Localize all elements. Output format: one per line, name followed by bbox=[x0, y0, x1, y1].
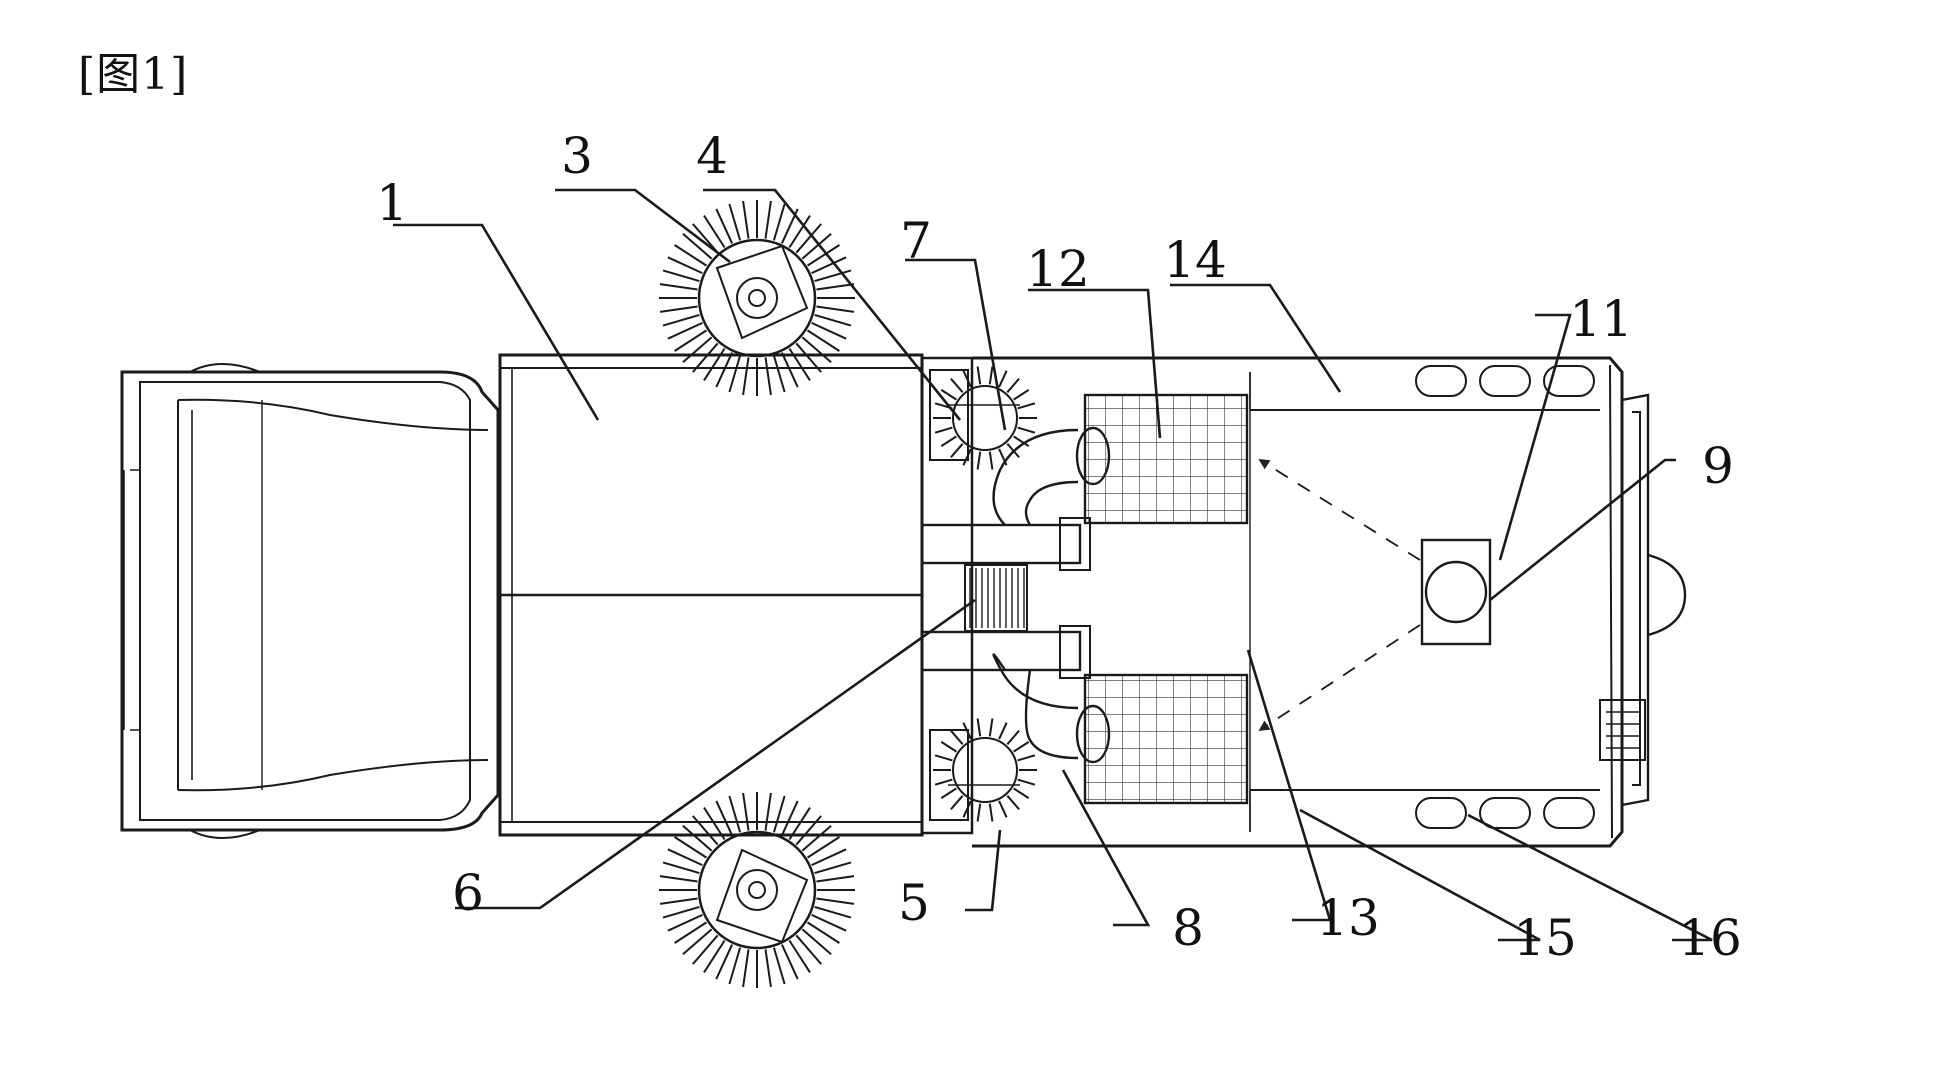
screen-bottom bbox=[1083, 673, 1249, 805]
roller-brush-top bbox=[933, 366, 1037, 470]
side-brush-bottom bbox=[659, 792, 855, 988]
drain-slots-top bbox=[1415, 365, 1595, 397]
callout-1: 1 bbox=[376, 174, 408, 232]
transfer-section bbox=[920, 356, 1111, 835]
callout-8: 8 bbox=[1172, 899, 1204, 957]
cab bbox=[120, 363, 500, 839]
screen-top bbox=[1083, 393, 1249, 525]
callout-7: 7 bbox=[900, 212, 932, 270]
fan-unit bbox=[1420, 538, 1492, 646]
callout-13: 13 bbox=[1316, 889, 1380, 947]
chassis-body bbox=[498, 353, 924, 837]
side-brush-top bbox=[659, 200, 855, 396]
callout-6: 6 bbox=[452, 864, 484, 922]
callout-4: 4 bbox=[696, 127, 728, 185]
callout-leaders bbox=[393, 188, 1713, 942]
callout-12: 12 bbox=[1026, 240, 1090, 298]
airflow-arrows bbox=[1258, 459, 1421, 731]
roller-brush-bottom bbox=[933, 718, 1037, 822]
callout-5: 5 bbox=[898, 874, 930, 932]
callout-15: 15 bbox=[1513, 909, 1577, 967]
filter-stack bbox=[969, 568, 1025, 628]
figure-label: [图1] bbox=[78, 49, 189, 100]
callout-9: 9 bbox=[1702, 437, 1734, 495]
rear-tank bbox=[972, 356, 1687, 848]
callout-11: 11 bbox=[1569, 290, 1633, 348]
callout-numbers: 1 3 4 7 12 14 11 9 6 5 8 13 15 16 bbox=[376, 127, 1742, 967]
drain-slots-bottom bbox=[1415, 797, 1595, 829]
callout-14: 14 bbox=[1163, 231, 1227, 289]
callout-3: 3 bbox=[561, 127, 593, 185]
callout-16: 16 bbox=[1678, 909, 1742, 967]
